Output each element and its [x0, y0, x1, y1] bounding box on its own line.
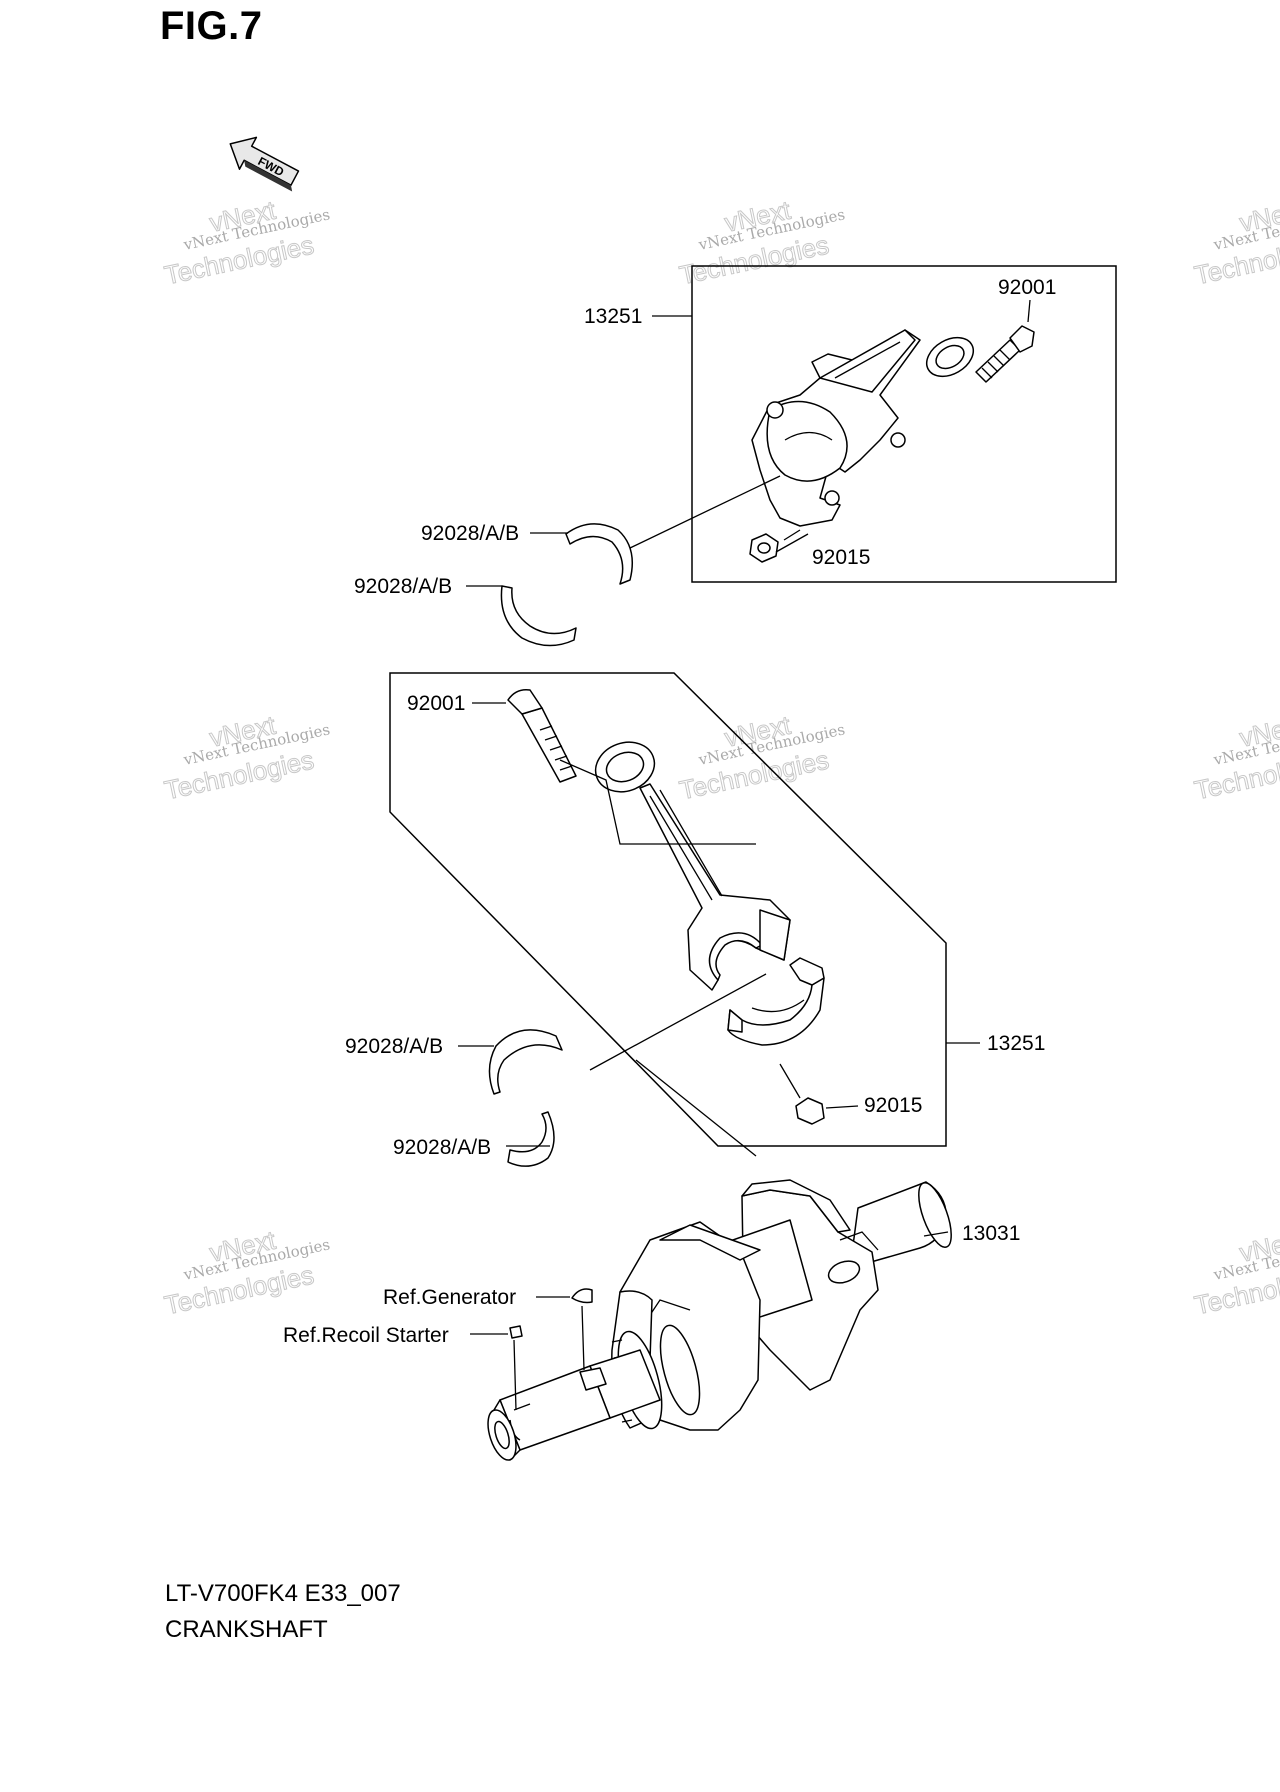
assembly-line	[589, 973, 767, 1071]
lower-bearing-shell[interactable]	[488, 1029, 563, 1095]
lower-bolt[interactable]	[507, 688, 577, 783]
assembly-line	[629, 475, 781, 549]
label-lower-bearing-2[interactable]: 92028/A/B	[393, 1136, 491, 1159]
leader-line	[1027, 299, 1031, 323]
leader-line	[825, 1105, 859, 1109]
recoil-starter-key[interactable]	[509, 1325, 523, 1339]
assembly-line	[559, 759, 756, 845]
label-ref-recoil-starter[interactable]: Ref.Recoil Starter	[283, 1324, 449, 1347]
label-lower-bearing-1[interactable]: 92028/A/B	[345, 1035, 443, 1058]
fwd-arrow-icon: FWD	[229, 136, 300, 192]
figure-title: FIG.7	[160, 4, 263, 48]
leader-line	[779, 1063, 801, 1099]
label-lower-bolt[interactable]: 92001	[407, 692, 465, 715]
lower-bearing-shell[interactable]	[507, 1111, 555, 1167]
frame-inner-line	[635, 1059, 757, 1157]
lower-rod-cap[interactable]	[727, 957, 825, 1046]
upper-connecting-rod[interactable]	[751, 329, 980, 527]
upper-bolt[interactable]	[975, 325, 1035, 383]
leader-line	[513, 1339, 517, 1411]
upper-bearing-shell[interactable]	[500, 585, 577, 647]
label-upper-bearing-1[interactable]: 92028/A/B	[421, 522, 519, 545]
label-lower-nut[interactable]: 92015	[864, 1094, 922, 1117]
label-crankshaft[interactable]: 13031	[962, 1222, 1020, 1245]
label-ref-generator[interactable]: Ref.Generator	[383, 1286, 516, 1309]
leader-line	[775, 533, 809, 553]
section-title: CRANKSHAFT	[165, 1616, 328, 1643]
leader-line	[783, 529, 801, 541]
lower-connecting-rod[interactable]	[589, 734, 791, 991]
label-upper-nut[interactable]: 92015	[812, 546, 870, 569]
watermark-text: vNext	[1237, 710, 1280, 753]
label-upper-bearing-2[interactable]: 92028/A/B	[354, 575, 452, 598]
lower-nut[interactable]	[795, 1097, 825, 1125]
label-lower-assembly[interactable]: 13251	[987, 1032, 1045, 1055]
upper-nut[interactable]	[749, 533, 779, 563]
crankshaft[interactable]	[483, 1179, 958, 1463]
upper-bearing-shell[interactable]	[565, 523, 633, 585]
watermark-text: vNext	[1237, 195, 1280, 238]
watermark-group: vNext Technologies vNext Technologies vN…	[161, 194, 1280, 1321]
upper-assembly-frame	[691, 265, 1117, 583]
leader-line	[581, 1305, 585, 1371]
model-code: LT-V700FK4 E33_007	[165, 1580, 401, 1607]
lower-assembly-frame	[389, 672, 947, 1147]
watermark-text: vNext	[1237, 1225, 1280, 1268]
generator-key[interactable]	[571, 1288, 593, 1304]
label-upper-assembly[interactable]: 13251	[584, 305, 642, 328]
label-upper-bolt[interactable]: 92001	[998, 276, 1056, 299]
leader-line	[923, 1231, 949, 1237]
